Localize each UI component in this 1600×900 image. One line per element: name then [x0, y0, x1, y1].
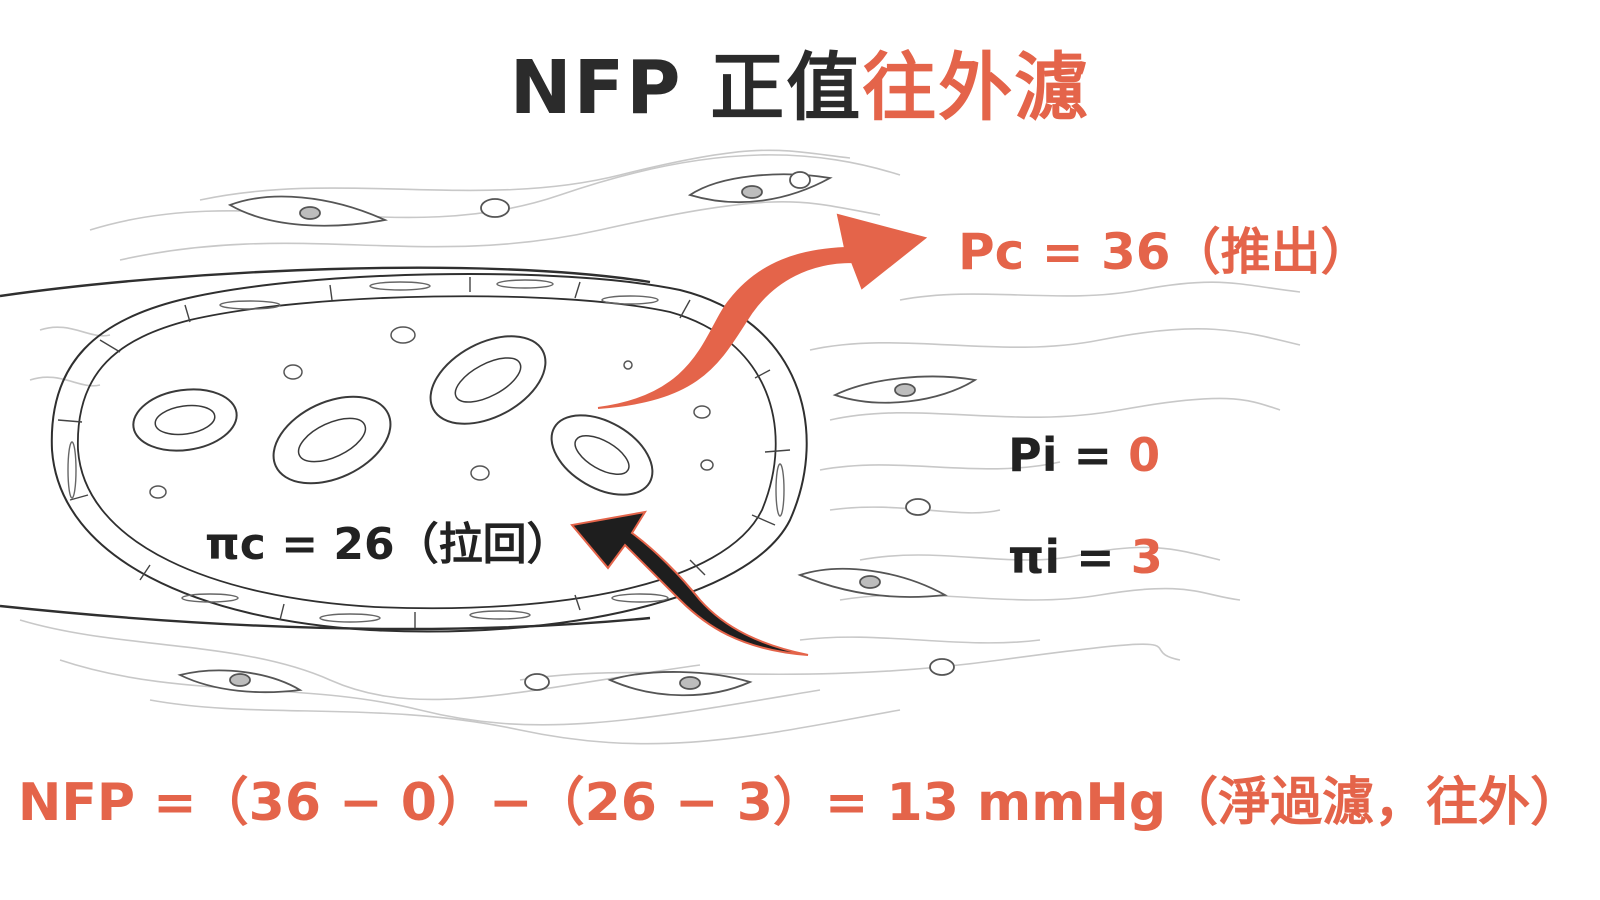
pii-value: 3	[1131, 530, 1163, 584]
pi-c-label: πc = 26（拉回）	[205, 508, 571, 572]
pii-label: πi = 3	[1008, 530, 1163, 584]
red-blood-cell	[129, 383, 240, 457]
page-title: NFP 正值往外濾	[0, 28, 1600, 135]
arrow-outward-icon	[598, 215, 925, 408]
pi-label: Pi = 0	[1008, 428, 1160, 482]
pi-name: Pi =	[1008, 428, 1128, 482]
capillary-vessel	[0, 268, 807, 632]
nfp-formula: NFP =（36 − 0）−（26 − 3）= 13 mmHg（淨過濾，往外）	[0, 760, 1600, 835]
pc-label: Pc = 36（推出）	[958, 212, 1371, 284]
pii-name: πi =	[1008, 530, 1131, 584]
title-main: NFP 正值	[510, 45, 862, 131]
title-highlight: 往外濾	[862, 45, 1090, 131]
red-blood-cell	[538, 399, 666, 511]
red-blood-cell	[260, 379, 405, 500]
arrow-inward-icon	[572, 512, 808, 655]
red-blood-cells	[129, 318, 666, 511]
endothelial-cells	[58, 277, 790, 628]
pi-value: 0	[1128, 428, 1160, 482]
red-blood-cell	[416, 318, 560, 442]
